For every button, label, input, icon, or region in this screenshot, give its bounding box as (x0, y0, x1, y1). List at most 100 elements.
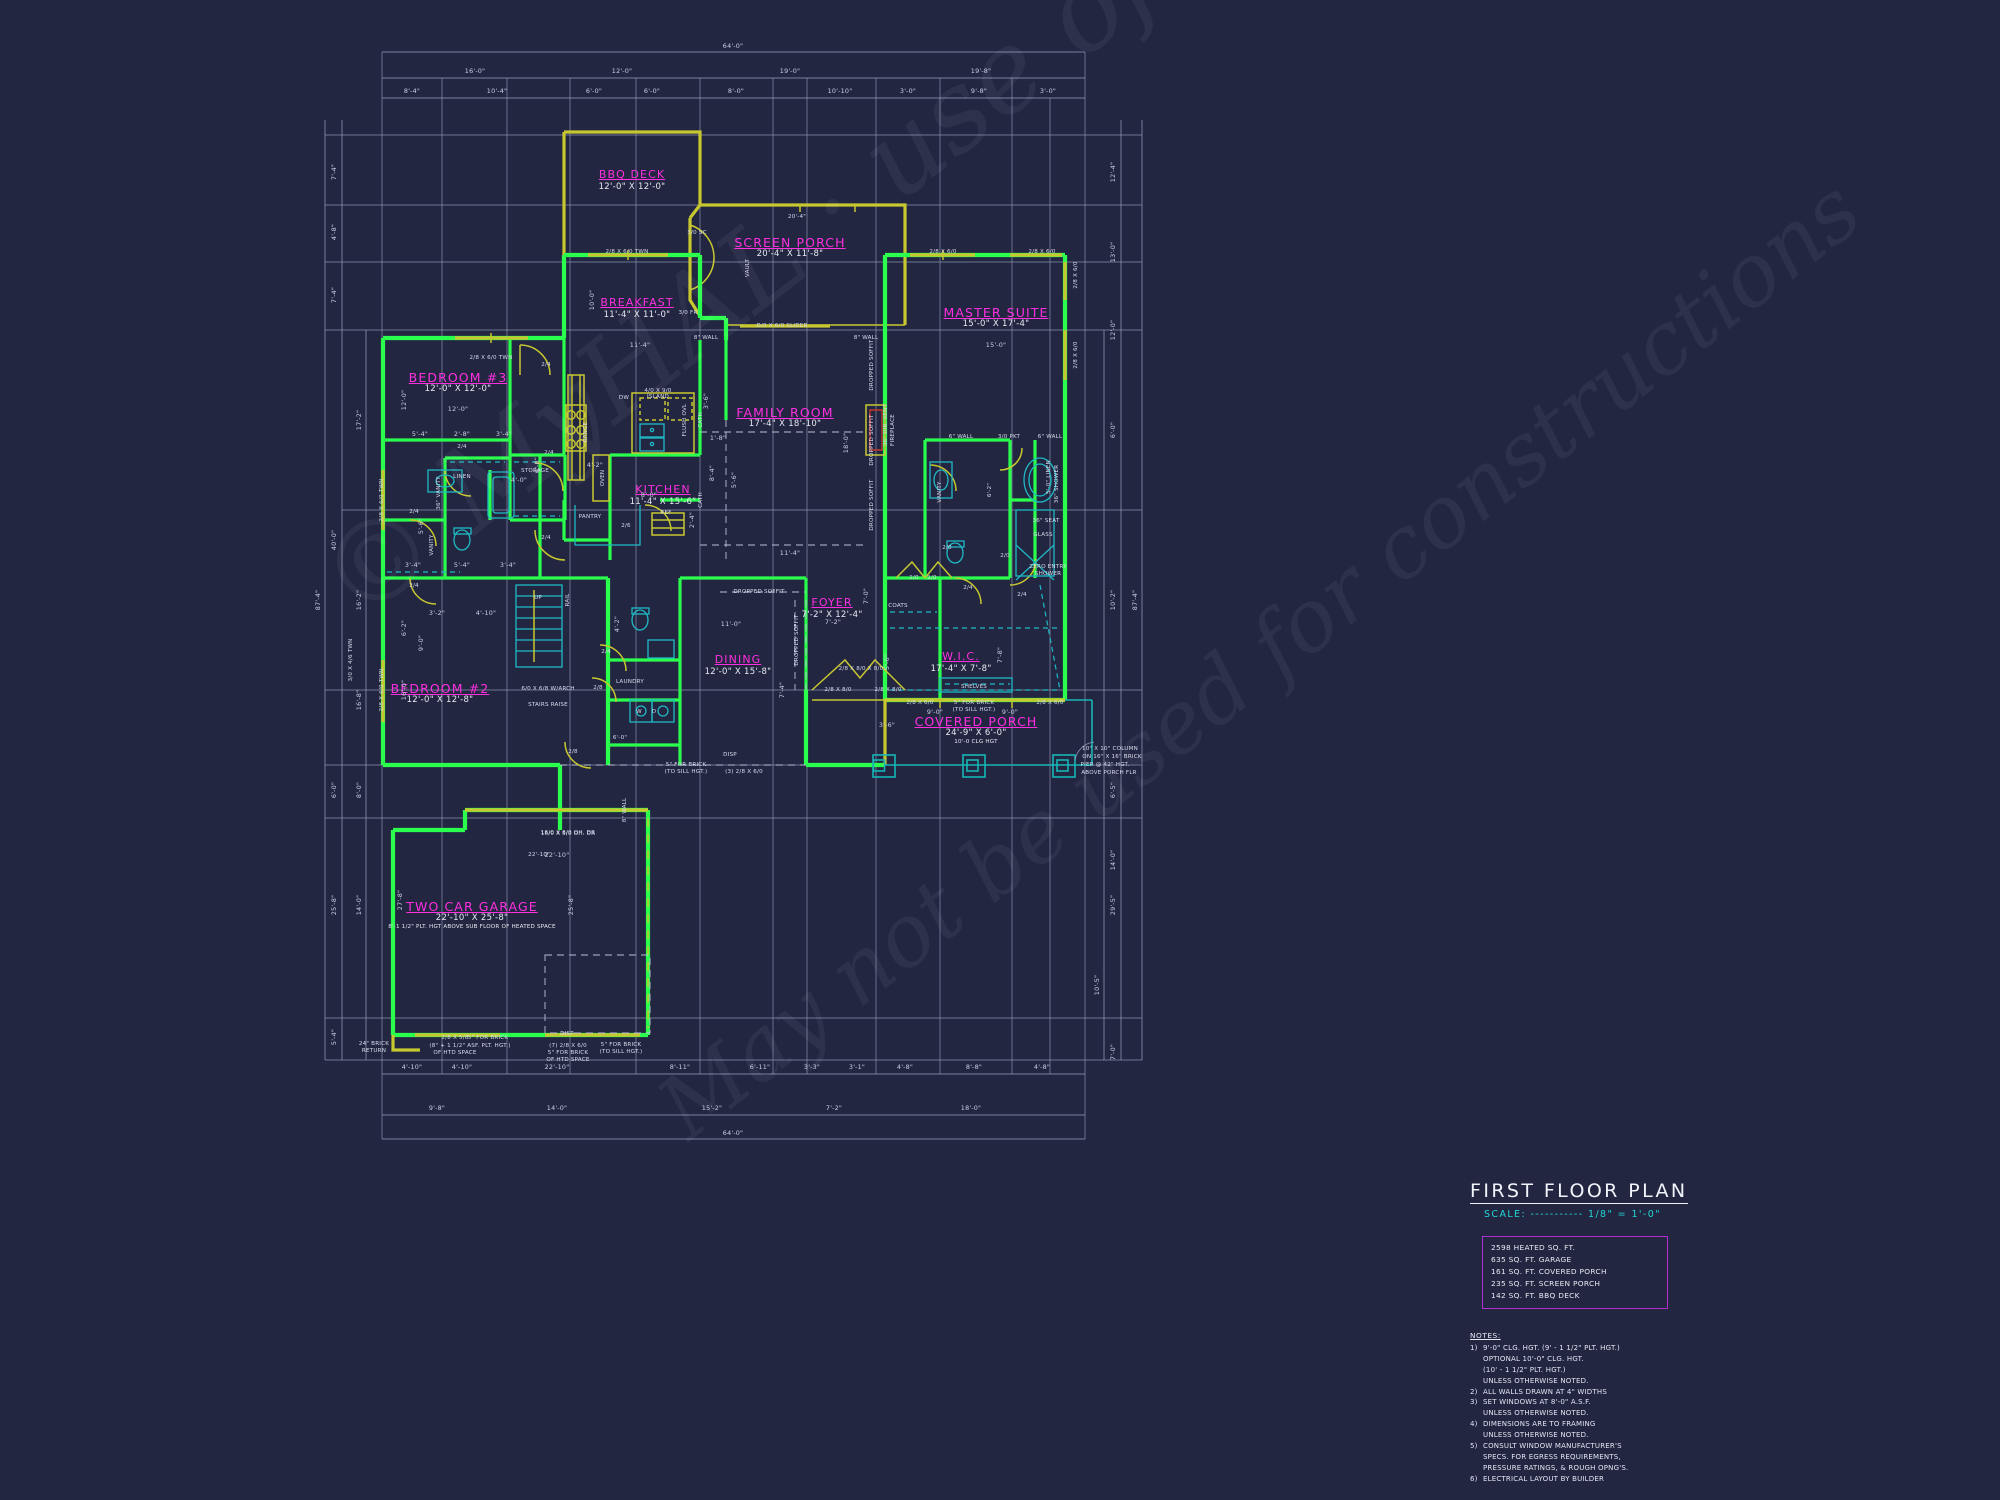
room-dimension-kitchen: 11'-4" X 15'-6" (629, 497, 697, 507)
plan-annotation: 36" VANITY (436, 476, 442, 510)
note-number: 5) (1470, 1442, 1478, 1451)
note-number: 4) (1470, 1420, 1478, 1429)
note-text: ALL WALLS DRAWN AT 4" WIDTHS (1483, 1387, 1607, 1396)
dimension-text: 8'-11" (669, 1063, 691, 1071)
interior-dimension-text: 3'-6" (878, 721, 896, 729)
plan-annotation: D (651, 709, 657, 715)
plan-annotation: CATH (698, 492, 704, 508)
plan-annotation: 10" X 10" COLUMN (1082, 746, 1138, 752)
note-number: 1) (1470, 1343, 1478, 1352)
plan-annotation: VAULT (745, 258, 751, 278)
interior-dimension-text: 7'-4" (778, 681, 786, 699)
interior-dimension-text: 9'-0" (1001, 708, 1019, 716)
plan-annotation: 2/8 X 8/0 X 8/0 (838, 666, 884, 672)
dimension-text: 8'-0" (727, 87, 745, 95)
dimension-text-vertical: 87'-4" (314, 589, 322, 611)
plan-annotation: LAUNDRY (615, 679, 645, 685)
plan-annotation: 2/6 (621, 523, 631, 529)
plan-annotation: 5" FOR BRICK (547, 1050, 589, 1056)
drawing-title: FIRST FLOOR PLAN (1470, 1180, 1688, 1204)
plan-annotation: 5" FOR BRICK (467, 1035, 509, 1041)
note-text: OPTIONAL 10'-0" CLG. HGT. (1483, 1354, 1584, 1363)
plan-annotation: 2/4 (457, 444, 467, 450)
dimension-text: 9'-8" (428, 1104, 446, 1112)
plan-annotation: 2/4 (409, 583, 419, 589)
plan-annotation: OF HTD SPACE (546, 1057, 590, 1063)
interior-dimension-text: 3'-6" (702, 392, 710, 410)
dimension-text: 4'-8" (896, 1063, 914, 1071)
plan-annotation: 2/4 (601, 649, 611, 655)
dimension-text-vertical: 40'-0" (330, 529, 338, 551)
plan-annotation: 2/8 X 6/0 (1073, 261, 1079, 289)
dimension-text: 64'-0" (722, 1129, 744, 1137)
interior-dimension-text: 3'-2" (428, 609, 446, 617)
room-label-family-room: FAMILY ROOM (736, 405, 834, 420)
interior-dimension-text: 5'-4" (453, 561, 471, 569)
plan-annotation: (TO SILL HGT.) (664, 769, 708, 775)
dimension-text: 19'-8" (970, 67, 992, 75)
dimension-text: 8'-4" (403, 87, 421, 95)
room-label-screen-porch: SCREEN PORCH (734, 235, 846, 250)
plan-annotation: (TO SILL HGT.) (952, 707, 996, 713)
plan-annotation: 3/0 FR (678, 310, 698, 316)
dimension-text-vertical: 14'-0" (355, 894, 363, 916)
interior-dimension-text: 9'-0" (417, 634, 425, 652)
room-label-dining: DINING (714, 653, 762, 666)
interior-dimension-text: 5'-6" (417, 517, 425, 535)
interior-dimension-text: 11'-4" (779, 549, 801, 557)
plan-annotation: (3) 2/8 X 6/0 (725, 769, 763, 775)
room-dimension-bedroom-3: 12'-0" X 12'-0" (424, 384, 492, 394)
interior-dimension-text: 16'-0" (400, 679, 408, 701)
note-number: 3) (1470, 1398, 1478, 1407)
plan-annotation: VANITY (937, 481, 943, 503)
plan-annotation: 2/8 X 6/0 TWN (605, 249, 649, 255)
dimension-text-vertical: 6'-0" (330, 781, 338, 799)
dimension-text-vertical: 4'-8" (330, 223, 338, 241)
dimension-text-vertical: 8'-0" (355, 781, 363, 799)
interior-dimension-text: 5'-6" (730, 471, 738, 489)
dimension-text: 3'-1" (848, 1063, 866, 1071)
dimension-text-vertical: 7'-0" (1109, 1043, 1117, 1061)
interior-dimension-text: 8'-4" (708, 464, 716, 482)
plan-annotation: 2/4 (963, 585, 973, 591)
interior-dimension-text: 8'-0" (640, 491, 658, 499)
plan-annotation: DISP (723, 752, 737, 758)
plan-annotation: 5" FOR BRICK (665, 762, 707, 768)
room-dimension-covered-porch: 24'-9" X 6'-0" (945, 728, 1007, 738)
plan-annotation: (7) 2/8 X 6/0 (549, 1043, 587, 1049)
plan-annotation: 5'-0" LINEN (1046, 460, 1052, 494)
dimension-text: 7'-2" (825, 1104, 843, 1112)
plan-annotation: W (636, 709, 642, 715)
plan-annotation: 2/8 X 6/0 TWN (379, 478, 385, 522)
room-label-kitchen: KITCHEN (635, 483, 691, 496)
room-label-foyer: FOYER (811, 596, 853, 609)
plan-annotation: 6" WALL (948, 434, 974, 440)
drawing-scale: SCALE: ----------- 1/8" = 1'-0" (1484, 1209, 1661, 1220)
plan-annotation: D/0 X 6/0 SLIDER (756, 323, 808, 329)
interior-dimension-text: 10'-0" (588, 289, 596, 311)
plan-annotation: DROPPED SOFFIT (869, 414, 875, 466)
interior-dimension-text: 5'-6" (883, 653, 891, 671)
room-dimension-bbq-deck: 12'-0" X 12'-0" (598, 182, 666, 192)
dimension-text-vertical: 10'-2" (1109, 589, 1117, 611)
room-dimension-dining: 12'-0" X 15'-8" (704, 667, 772, 677)
dimension-text: 6'-0" (643, 87, 661, 95)
plan-annotation: RAIL (565, 593, 571, 607)
dimension-text: 12'-0" (611, 67, 633, 75)
room-dimension-wic: 17'-4" X 7'-8" (930, 664, 992, 674)
plan-annotation: 2/4 (541, 362, 551, 368)
note-number: 6) (1470, 1474, 1478, 1483)
plan-annotation: 2/8 X 5/8 (441, 1035, 469, 1041)
interior-dimension-text: 22'-10" (544, 851, 570, 859)
dimension-text: 4'-10" (401, 1063, 423, 1071)
interior-dimension-text: 6'-2" (400, 619, 408, 637)
dimension-text-vertical: 87'-4" (1131, 589, 1139, 611)
plan-annotation: 3/0 X 4/6 TWN (348, 638, 354, 682)
room-dimension-family-room: 17'-4" X 18'-10" (748, 419, 822, 429)
dimension-text: 10'-4" (486, 87, 508, 95)
plan-annotation: LINEN (453, 474, 471, 480)
plan-annotation: VANITY (429, 534, 435, 556)
dimension-text: 3'-0" (899, 87, 917, 95)
